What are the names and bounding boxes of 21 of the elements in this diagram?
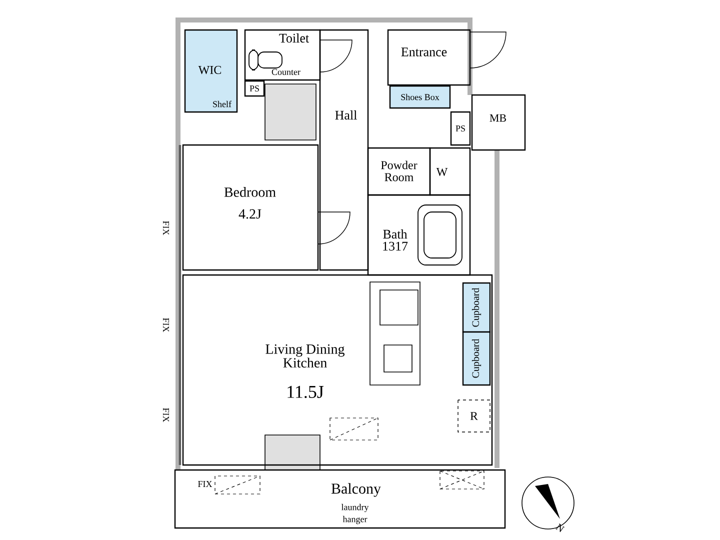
fixture-label: Shelf <box>213 100 232 108</box>
shoe-cabinet: Shoes Box <box>389 85 451 109</box>
entrance: Entrance <box>387 29 471 86</box>
window-label: FIX <box>163 318 169 332</box>
hall: Hall <box>319 29 369 271</box>
window-label: FIX <box>163 408 169 422</box>
bathroom: Bath 1317 <box>367 194 471 276</box>
pipe-space: PS <box>244 80 265 97</box>
washer-space: W <box>429 147 471 196</box>
window-label: FIX <box>163 221 169 236</box>
meter-box: MB <box>471 94 526 151</box>
fixture-label: laundry hanger <box>341 504 369 524</box>
bedroom: Bedroom 4.2J <box>182 144 319 271</box>
cupboard: Cupboard <box>462 331 491 386</box>
powder-room: Powder Room <box>367 147 431 196</box>
dashed-box: R <box>458 400 490 432</box>
cupboard: Cupboard <box>462 282 491 333</box>
compass-letter: N <box>555 523 565 532</box>
pipe-space: PS <box>450 111 471 146</box>
window-label: FIX <box>198 481 212 487</box>
fixture-label: Counter <box>272 68 300 76</box>
